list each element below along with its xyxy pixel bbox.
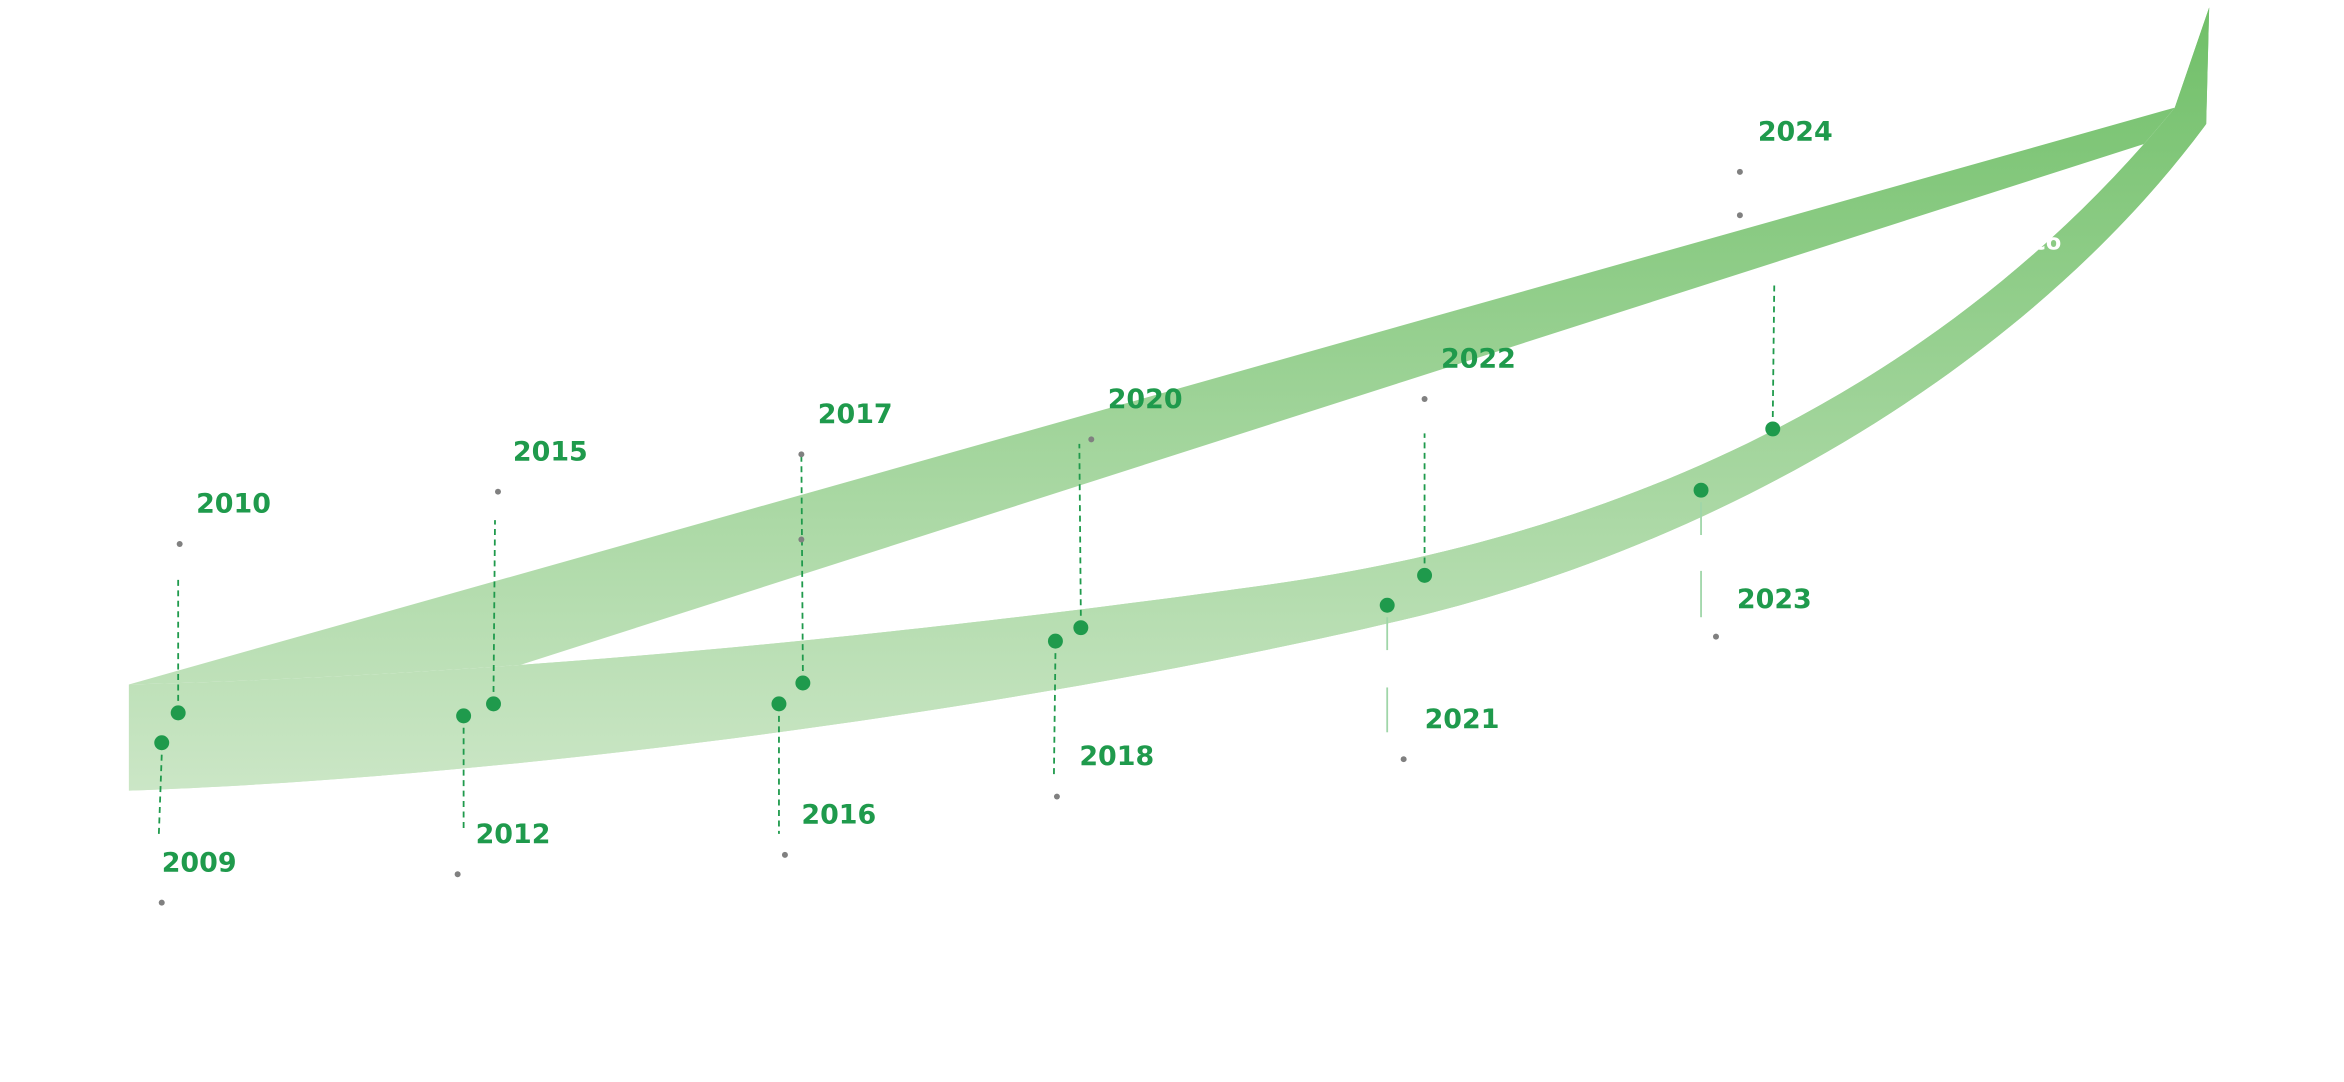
year-label: 2009: [162, 847, 237, 878]
event-2020: 2020: [1073, 384, 1183, 636]
bullet-marker: [1088, 436, 1095, 443]
event-2009: 2009: [154, 735, 237, 906]
bullet-marker: [454, 871, 461, 878]
bullet-marker: [798, 451, 805, 458]
connector-line: [1078, 443, 1082, 616]
connector-line: [1771, 283, 1776, 417]
event-2023: 2023: [1693, 482, 1812, 640]
event-2012: 2012: [454, 708, 551, 878]
year-label: 2020: [1108, 384, 1183, 415]
connector-line: [492, 520, 496, 692]
bullet-marker: [798, 536, 805, 543]
year-label: 2018: [1079, 741, 1154, 772]
event-2021: 2021: [1379, 597, 1500, 763]
milestone-dot: [1047, 633, 1063, 649]
year-label: 2022: [1441, 344, 1516, 375]
bullet-marker: [1421, 396, 1428, 403]
connector-line: [157, 754, 163, 837]
year-label: 2016: [801, 799, 876, 830]
year-label: 2015: [513, 436, 588, 467]
event-2024: 2024: [1736, 116, 1833, 437]
milestone-dot: [1379, 597, 1395, 613]
milestone-dot: [154, 735, 170, 751]
connector-line: [800, 454, 804, 672]
milestone-dot: [1693, 482, 1709, 498]
milestone-dot: [170, 705, 186, 721]
arrow-text-line-2: a reco: [1983, 230, 2061, 256]
year-label: 2024: [1758, 116, 1833, 147]
milestone-dot: [1417, 567, 1433, 583]
milestone-dot: [1073, 620, 1089, 636]
event-2017: 2017: [795, 399, 893, 691]
milestone-dot: [795, 675, 811, 691]
arrow-text-line-1: ed: [2028, 200, 2059, 226]
event-2018: 2018: [1047, 633, 1154, 800]
milestone-dot: [456, 708, 472, 724]
bullet-marker: [1053, 793, 1060, 800]
bullet-marker: [495, 488, 501, 495]
bullet-marker: [158, 899, 165, 906]
growth-arrow: [128, 7, 2210, 791]
milestone-dot: [771, 696, 787, 712]
bullet-marker: [176, 541, 183, 547]
year-label: 2010: [196, 489, 271, 520]
event-2015: 2015: [486, 436, 588, 712]
year-label: 2012: [476, 819, 551, 850]
bullet-marker: [1736, 212, 1743, 219]
bullet-marker: [1736, 168, 1743, 175]
year-label: 2021: [1425, 704, 1500, 735]
event-2022: 2022: [1417, 344, 1516, 583]
bullet-marker: [1713, 633, 1719, 640]
milestone-dot: [1765, 421, 1781, 437]
milestone-dot: [486, 696, 501, 712]
bullet-marker: [781, 851, 788, 858]
event-2016: 2016: [771, 696, 876, 858]
growth-arrow-body: [128, 7, 2210, 791]
year-label: 2017: [818, 399, 893, 430]
bullet-marker: [1400, 756, 1407, 763]
year-label: 2023: [1737, 584, 1812, 615]
event-2010: 2010: [170, 489, 271, 721]
